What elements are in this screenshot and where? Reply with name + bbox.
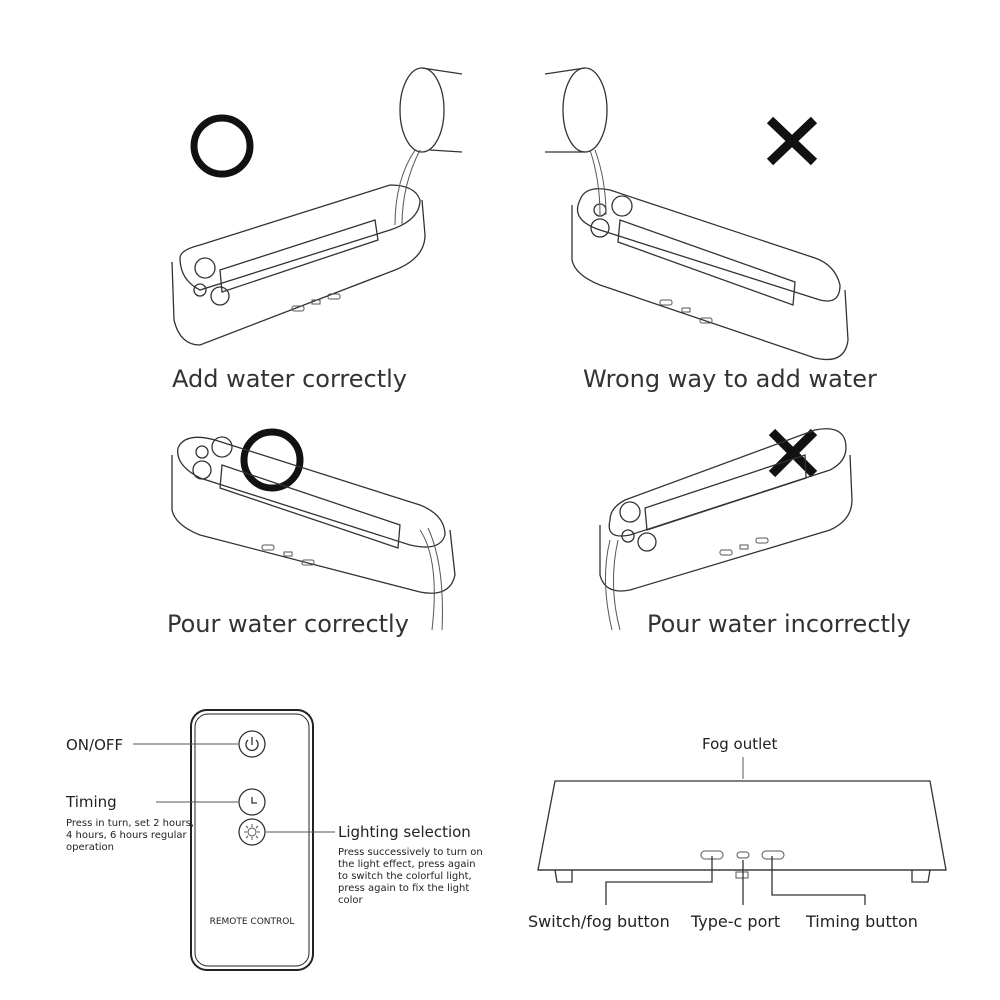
caption-add-wrong: Wrong way to add water (583, 365, 877, 393)
type-c-port-drawing (736, 851, 750, 859)
power-icon (238, 730, 266, 758)
type-c-label: Type-c port (691, 912, 781, 931)
wrong-cross-icon (766, 116, 818, 166)
fog-outlet-label: Fog outlet (702, 735, 778, 753)
cup-icon (562, 67, 608, 153)
diffuser-add-correct (171, 67, 463, 346)
diffuser-pour-wrong (599, 428, 853, 631)
correct-circle-icon (190, 114, 254, 178)
cup-icon (399, 67, 445, 153)
caption-pour-wrong: Pour water incorrectly (647, 610, 911, 638)
device-leader-lines (605, 856, 866, 905)
timing-description: Press in turn, set 2 hours, 4 hours, 6 h… (66, 818, 194, 853)
light-icon (238, 818, 266, 846)
remote-control-drawing (133, 709, 335, 971)
remote-leader-lines (133, 743, 335, 833)
timing-button-drawing (761, 850, 785, 860)
diffuser-add-wrong (544, 67, 849, 361)
caption-pour-correct: Pour water correctly (167, 610, 409, 638)
timing-label: Timing (66, 793, 117, 811)
diffuser-pour-correct (171, 428, 456, 631)
timing-button-label: Timing button (806, 912, 918, 931)
lighting-description: Press successively to turn on the light … (338, 847, 483, 906)
correct-circle-icon (240, 428, 304, 492)
timer-icon (238, 788, 266, 816)
remote-label: REMOTE CONTROL (209, 917, 295, 927)
wrong-cross-icon (768, 428, 818, 478)
device-front-drawing (537, 757, 947, 905)
lighting-label: Lighting selection (338, 823, 471, 841)
switch-fog-label: Switch/fog button (528, 912, 670, 931)
on-off-label: ON/OFF (66, 736, 124, 754)
caption-add-correct: Add water correctly (172, 365, 408, 393)
